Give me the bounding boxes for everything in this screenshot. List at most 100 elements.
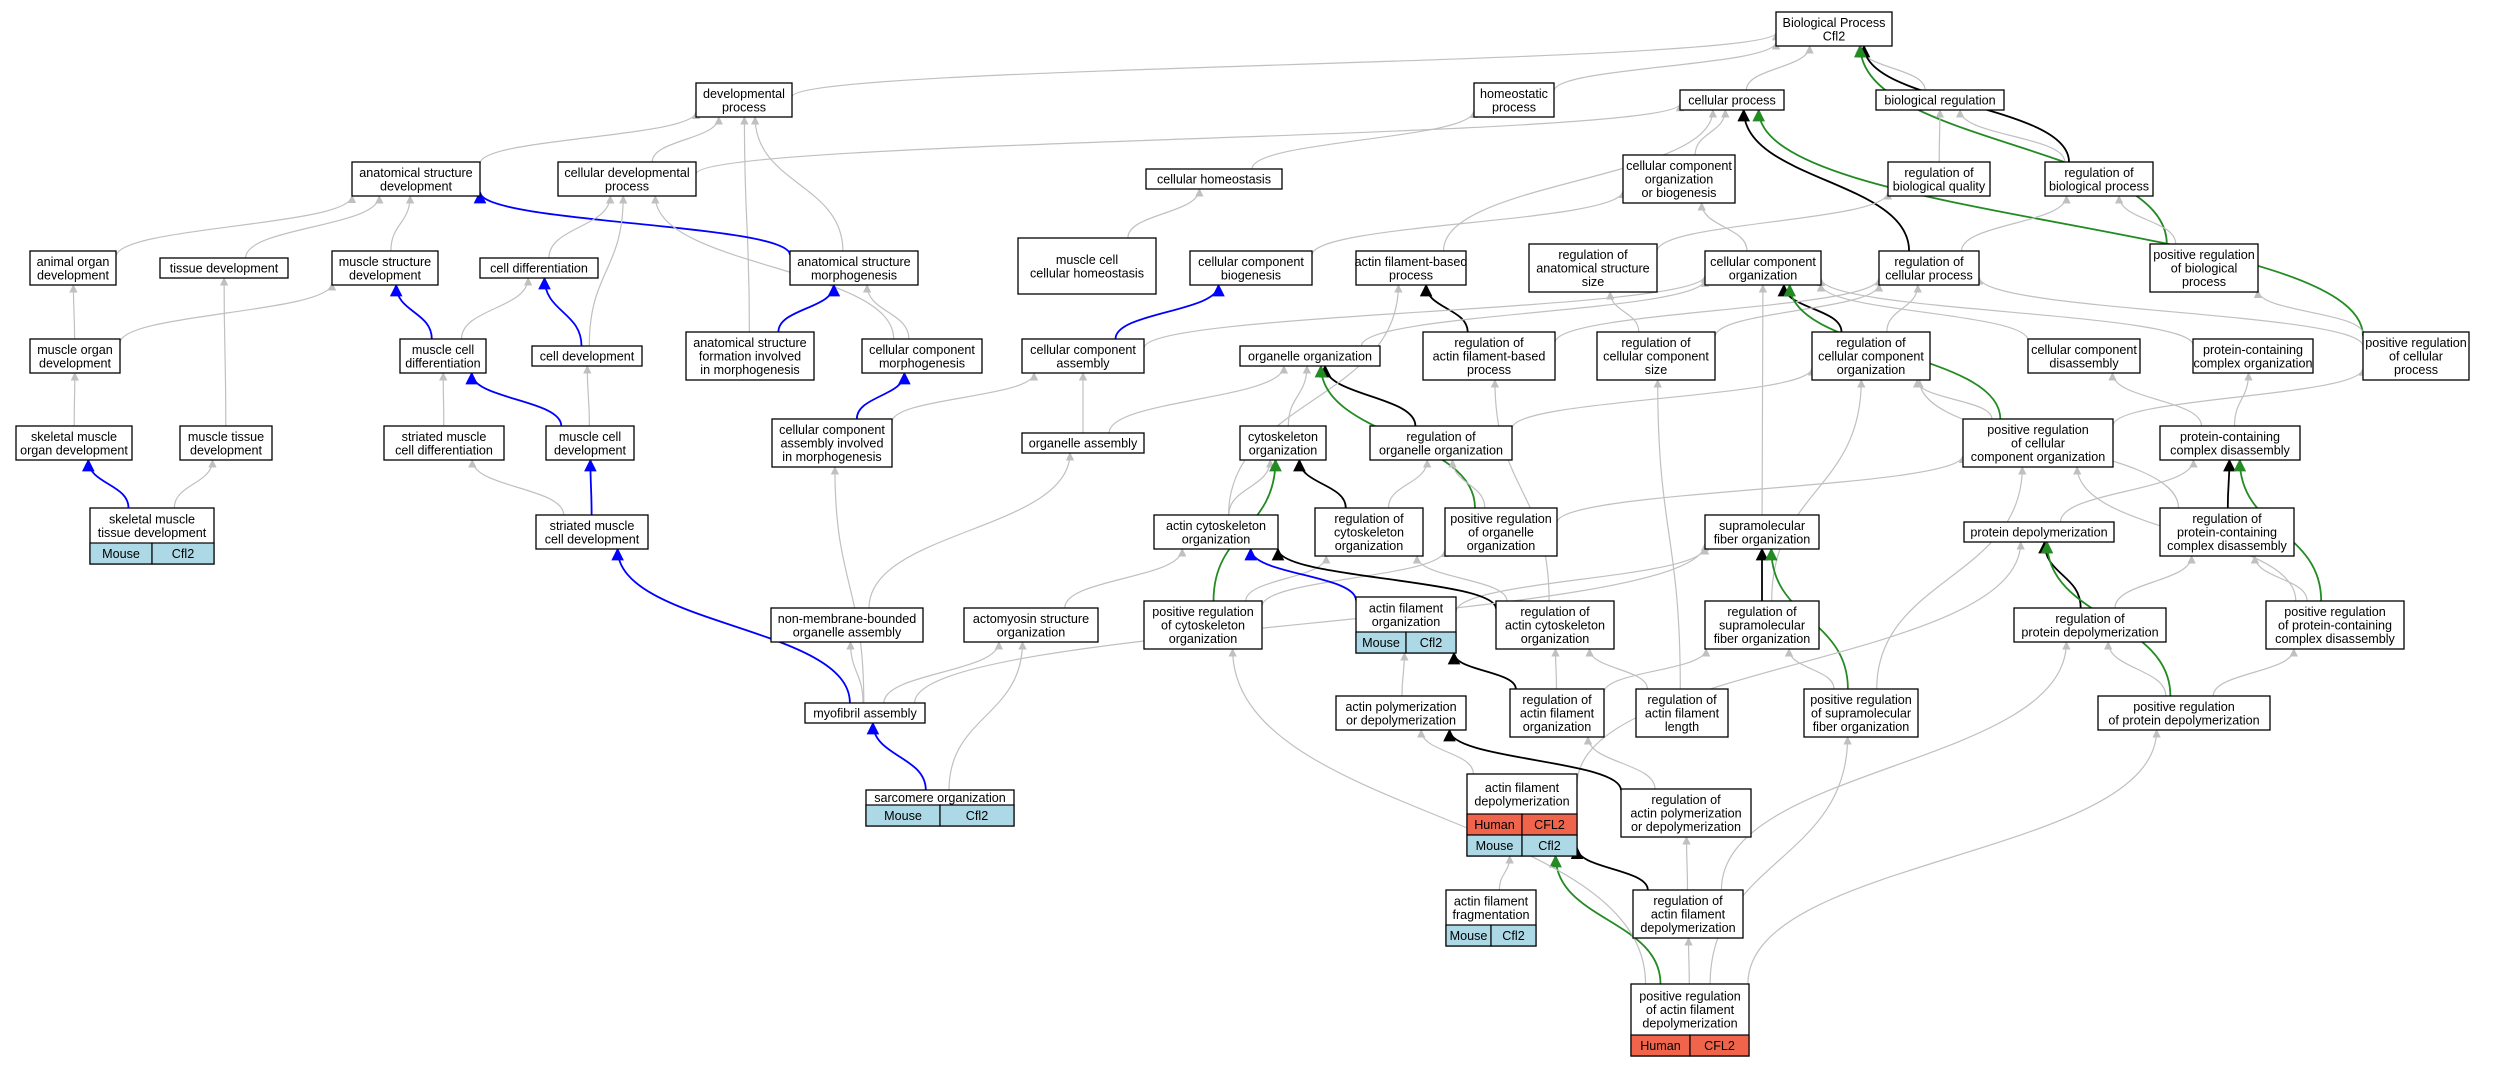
node-label-line: complex disassembly: [2167, 539, 2287, 553]
go-term-node-organelle_org[interactable]: organelle organization: [1239, 345, 1381, 367]
go-term-node-myofibril[interactable]: myofibril assembly: [804, 702, 926, 724]
node-label-line: cellular component: [1710, 255, 1816, 269]
gene-label: CFL2: [1704, 1039, 1735, 1053]
go-term-node-cell_devel[interactable]: cell development: [531, 345, 643, 367]
go-term-node-cell_homeo[interactable]: cellular homeostasis: [1145, 168, 1283, 190]
node-box: [789, 250, 919, 286]
go-term-node-prot_depoly[interactable]: protein depolymerization: [1963, 521, 2115, 543]
node-label-line: development: [380, 179, 453, 193]
go-term-node-cell_proc[interactable]: cellular process: [1679, 89, 1785, 111]
go-term-node-tissue_dev[interactable]: tissue development: [159, 257, 289, 279]
node-label-line: process: [1467, 363, 1511, 377]
node-box: [15, 425, 133, 461]
node-label-line: regulation of: [1904, 166, 1974, 180]
node-label-line: positive regulation: [1810, 693, 1912, 707]
node-box: [963, 607, 1099, 643]
node-label-line: regulation of: [1334, 512, 1404, 526]
node-label-line: actin cytoskeleton: [1505, 619, 1605, 633]
edge-grey-cc_morph-to-cell_dev_proc: [651, 195, 895, 340]
gene-label: Cfl2: [966, 809, 988, 823]
go-term-node-bio_reg[interactable]: biological regulation: [1875, 89, 2005, 111]
node-label-line: muscle tissue: [188, 430, 264, 444]
node-label-line: fiber organization: [1714, 532, 1811, 546]
edge-grey-muscle_cell_dev-to-cell_devel: [583, 365, 592, 427]
gene-cell: [1689, 1034, 1750, 1057]
node-label-line: protein depolymerization: [2021, 625, 2158, 639]
go-term-node-cell_diff[interactable]: cell differentiation: [479, 257, 599, 279]
node-label-line: regulation of: [1894, 255, 1964, 269]
node-box: [1528, 243, 1658, 293]
node-label-line: actin filament: [1369, 601, 1444, 615]
node-box: [1775, 11, 1893, 47]
go-term-node-organelle_asm[interactable]: organelle assembly: [1021, 432, 1145, 454]
node-box: [2192, 338, 2314, 374]
node-label-line: organization: [1249, 443, 1318, 457]
node-label-line: positive regulation: [2365, 336, 2467, 350]
